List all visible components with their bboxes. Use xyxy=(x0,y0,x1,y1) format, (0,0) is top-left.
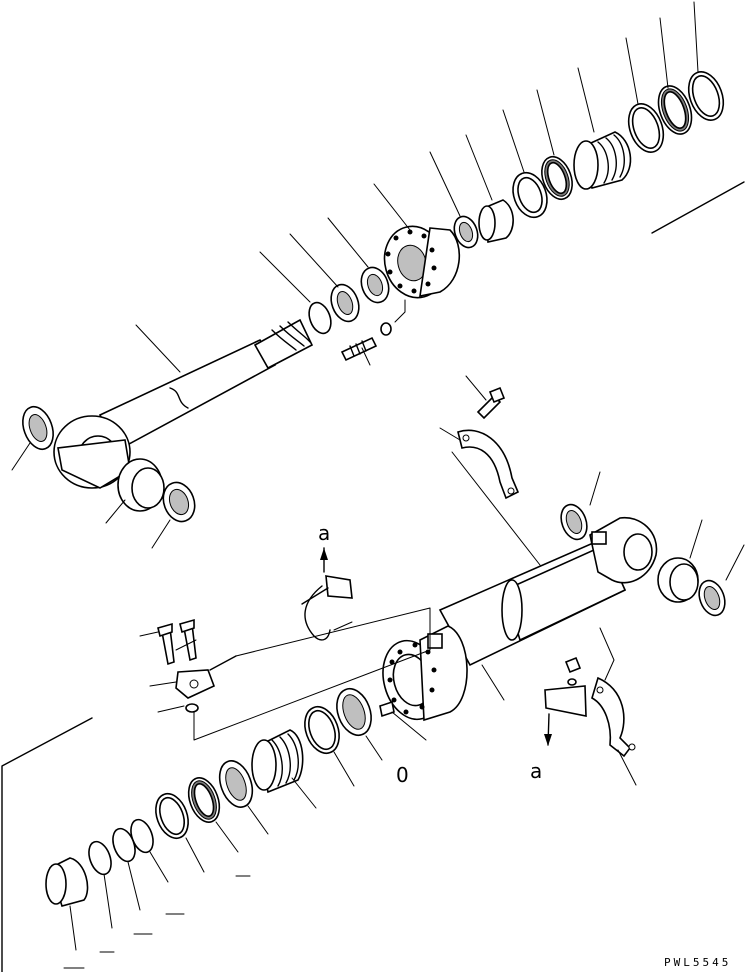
cylinder-tube xyxy=(438,516,658,667)
index-mark: 0 xyxy=(396,763,409,787)
leader-lines-top xyxy=(11,1,699,549)
plug xyxy=(379,700,395,718)
end-rings xyxy=(627,71,725,153)
tube-flange xyxy=(382,625,468,722)
rod-rings xyxy=(308,266,390,335)
piston-rod xyxy=(53,318,314,489)
head-bolt xyxy=(340,299,406,362)
callout-label-a-upper: a xyxy=(318,521,330,545)
clamp-band xyxy=(439,375,541,566)
seal-stack xyxy=(45,687,372,907)
assembly-bracket-line-left xyxy=(1,717,93,972)
callout-label-a-lower: a xyxy=(530,759,542,783)
assembly-bracket-line xyxy=(651,181,745,234)
rod-end-bushing xyxy=(22,405,196,523)
mount-bracket xyxy=(544,627,637,786)
grease-fitting-assembly xyxy=(139,547,431,741)
rod-assembly xyxy=(11,1,745,549)
leader-lines-bottom xyxy=(63,664,505,969)
piston xyxy=(573,131,632,190)
cylinder-head xyxy=(383,225,461,299)
piston-rings xyxy=(453,155,573,249)
tube-assembly xyxy=(1,375,745,972)
drawing-code: PWL5545 xyxy=(664,956,731,969)
